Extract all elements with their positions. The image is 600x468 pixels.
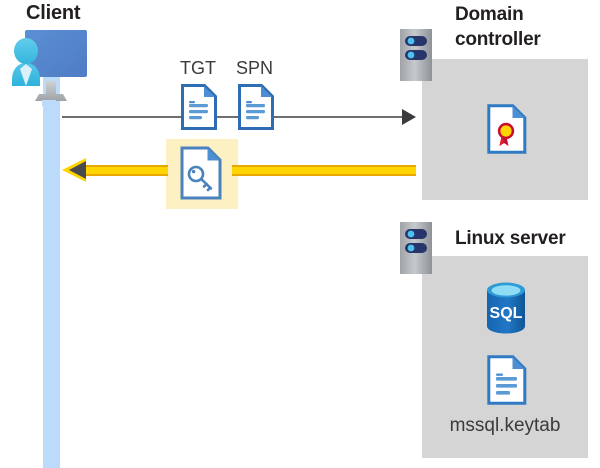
certificate-document-icon [487,104,527,154]
client-lifeline-bar [43,72,60,468]
linux-server-title: Linux server [455,228,566,249]
user-at-monitor-icon [6,26,92,106]
spn-document-icon [238,84,274,130]
domain-controller-title: Domain controller [455,4,541,50]
sql-database-icon: SQL [482,281,530,335]
domain-controller-server-rack-icon [400,29,438,81]
response-arrow-segment-left [82,165,168,176]
tgt-document-icon [181,84,217,130]
key-document-icon [180,146,222,200]
response-arrow-segment-right [232,165,416,176]
spn-label: SPN [236,58,274,78]
linux-server-rack-icon [400,222,438,274]
tgt-label: TGT [180,58,216,78]
request-arrow-line [62,116,410,118]
svg-text:SQL: SQL [490,305,523,322]
client-title: Client [26,2,81,24]
keytab-filename-label: mssql.keytab [449,415,561,436]
keytab-document-icon [487,355,527,405]
request-arrow-head [402,109,416,125]
response-arrow-head-fill [69,161,86,179]
